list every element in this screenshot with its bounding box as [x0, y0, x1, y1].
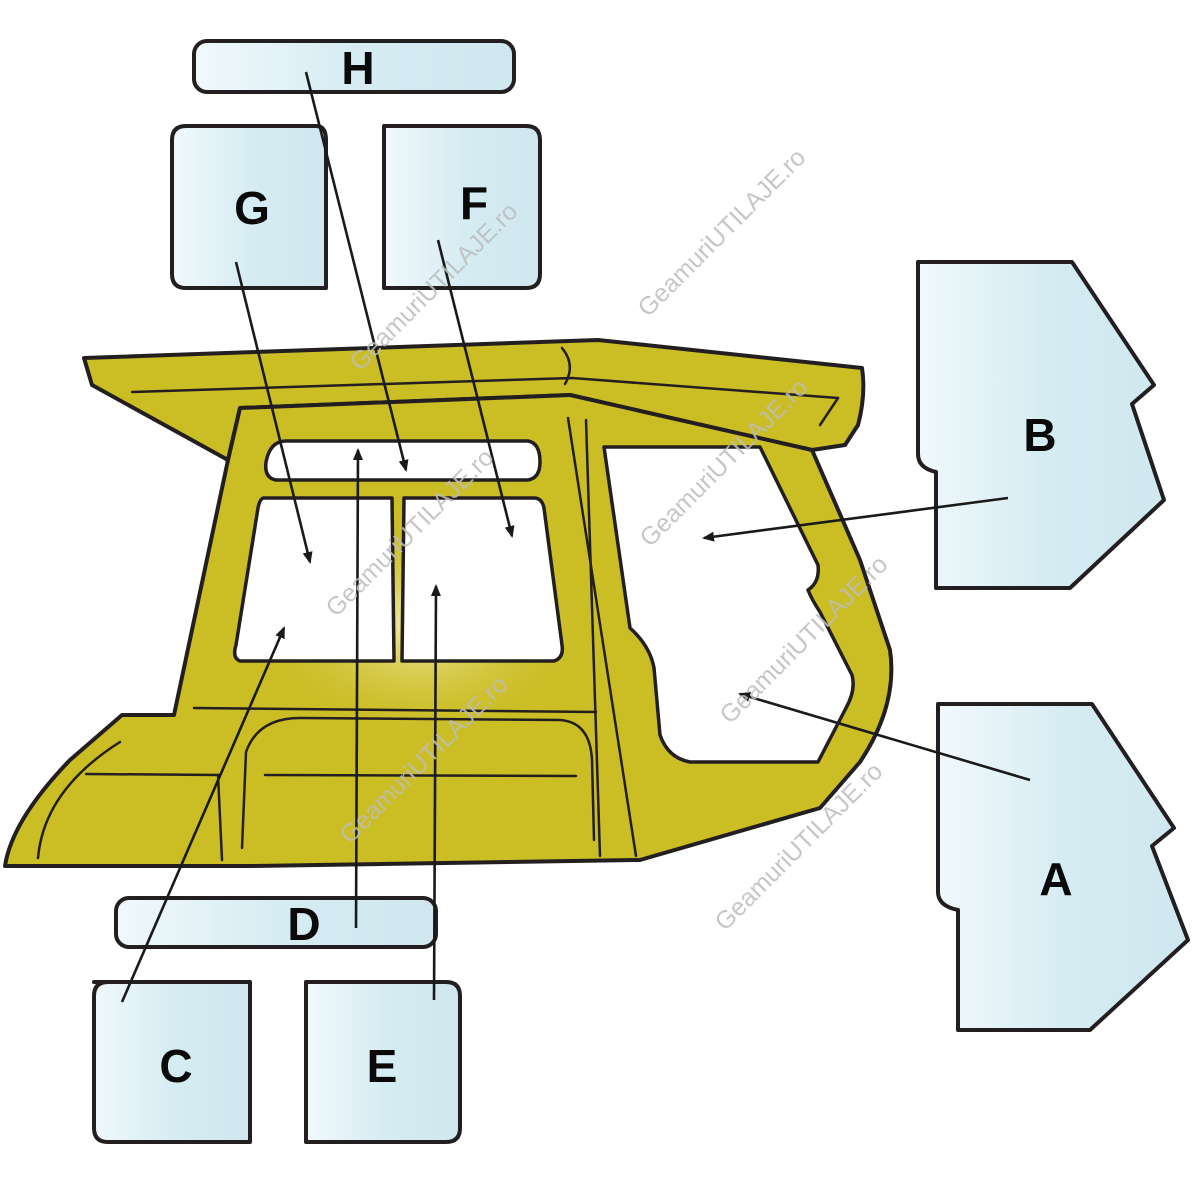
glass-panel-f[interactable]: F [382, 124, 542, 290]
arrow-a [738, 692, 1031, 782]
door-pillar-rear [584, 418, 602, 858]
arrow-e [430, 584, 441, 1001]
arrow-h [304, 71, 409, 472]
leader-arrows [120, 71, 1031, 1003]
glass-panel-c[interactable]: C [92, 980, 252, 1144]
roof-corner [818, 396, 840, 427]
arrow-d [352, 448, 363, 929]
glass-panel-g[interactable]: G [170, 124, 328, 290]
arrow-f [436, 239, 515, 538]
step-line [84, 772, 222, 777]
fender-line [36, 740, 122, 860]
window-opening-right [400, 496, 565, 663]
lower-panel-line [263, 773, 578, 778]
panel-label-c: C [159, 1040, 192, 1092]
cab-body [3, 338, 894, 868]
panel-label-g: G [234, 182, 270, 234]
glass-panel-h[interactable]: H [192, 39, 516, 94]
step-edge [216, 773, 224, 862]
glass-panel-e[interactable]: E [304, 980, 462, 1144]
door-pillar-front [566, 416, 638, 858]
window-opening-left [232, 496, 396, 663]
roof-edge-line [130, 376, 840, 400]
panel-label-h: H [341, 42, 374, 94]
panel-label-e: E [367, 1040, 398, 1092]
glass-panel-a[interactable]: A [936, 702, 1190, 1032]
roof-seam [560, 346, 571, 386]
arrow-b [702, 496, 1009, 542]
panel-label-d: D [287, 898, 320, 950]
belt-line [192, 706, 598, 714]
panel-label-f: F [460, 177, 488, 229]
panel-label-a: A [1039, 853, 1072, 905]
lower-panel-outline [240, 716, 596, 850]
glass-panel-b[interactable]: B [916, 260, 1166, 590]
panel-label-b: B [1023, 409, 1056, 461]
arrow-c [120, 626, 286, 1003]
arrow-g [234, 261, 313, 564]
watermark: GeamuriUTILAJE.ro [632, 143, 811, 322]
